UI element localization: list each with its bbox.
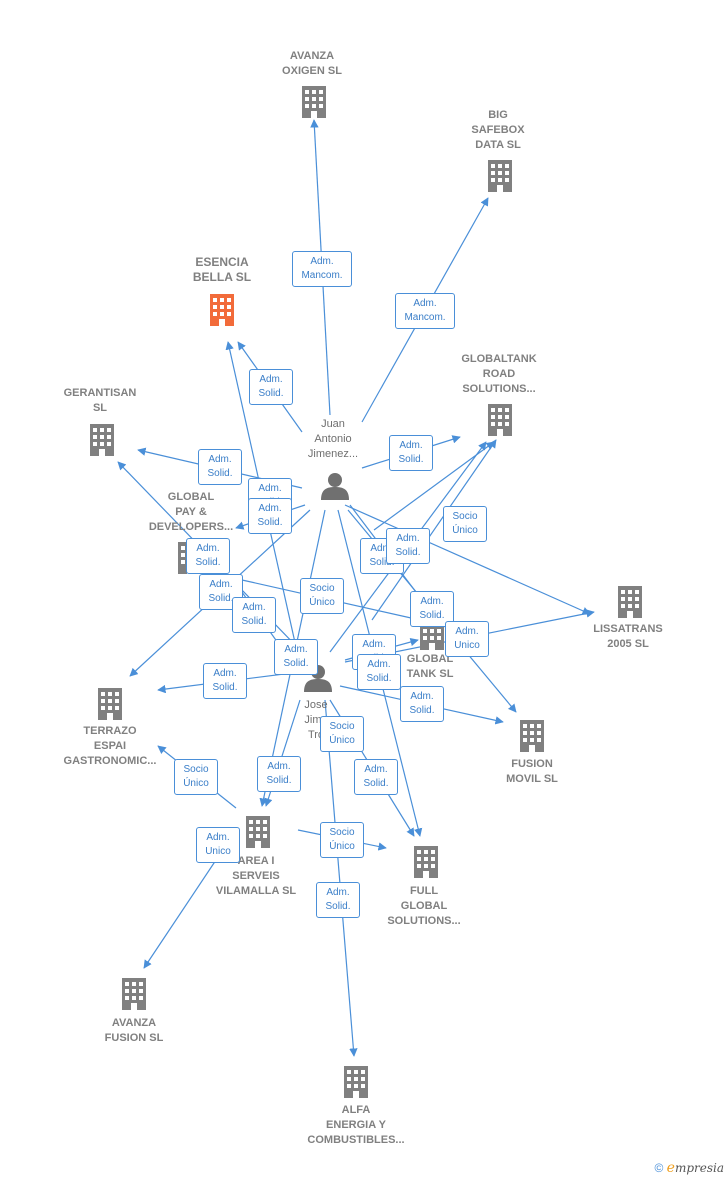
building-icon: [210, 294, 234, 326]
role-badge[interactable]: Adm. Solid.: [316, 882, 360, 918]
role-badge[interactable]: Adm. Solid.: [186, 538, 230, 574]
role-badge[interactable]: Adm. Solid.: [386, 528, 430, 564]
role-badge[interactable]: Adm. Solid.: [248, 498, 292, 534]
role-badge[interactable]: Adm. Solid.: [274, 639, 318, 675]
company-global-pay[interactable]: GLOBAL PAY & DEVELOPERS...: [148, 491, 234, 533]
building-icon: [90, 424, 114, 456]
role-badge[interactable]: Adm. Solid.: [389, 435, 433, 471]
company-area-i-serveis[interactable]: AREA I SERVEIS VILAMALLA SL: [215, 855, 297, 897]
building-icon: [488, 404, 512, 436]
company-gerantisan[interactable]: GERANTISAN SL: [63, 387, 137, 414]
person-icon: [321, 473, 349, 500]
building-icon: [344, 1066, 368, 1098]
role-badge[interactable]: Adm. Solid.: [232, 597, 276, 633]
building-icon: [122, 978, 146, 1010]
company-globaltank-road[interactable]: GLOBALTANK ROAD SOLUTIONS...: [461, 353, 537, 395]
role-badge[interactable]: Socio Único: [174, 759, 218, 795]
edge-juan-lissatrans: [344, 504, 591, 615]
building-icon: [618, 586, 642, 618]
copyright-symbol: ©: [654, 1161, 664, 1175]
role-badge[interactable]: Adm. Solid.: [357, 654, 401, 690]
building-icon: [414, 846, 438, 878]
role-badge[interactable]: Socio Único: [443, 506, 487, 542]
role-badge[interactable]: Socio Único: [320, 716, 364, 752]
company-icons: [90, 86, 642, 1098]
company-big-safebox[interactable]: BIG SAFEBOX DATA SL: [471, 109, 525, 151]
role-badge[interactable]: Adm. Solid.: [199, 574, 243, 610]
building-icon: [246, 816, 270, 848]
role-badge[interactable]: Socio Único: [320, 822, 364, 858]
company-esencia-bella[interactable]: ESENCIA BELLA SL: [192, 255, 252, 284]
edge-jose-alfa: [324, 699, 358, 1057]
role-badge[interactable]: Adm. Solid.: [203, 663, 247, 699]
brand-logo: empresia: [666, 1160, 724, 1176]
building-icon: [520, 720, 544, 752]
building-icon: [98, 688, 122, 720]
company-avanza-oxigen[interactable]: AVANZA OXIGEN SL: [282, 50, 342, 77]
role-badge[interactable]: Adm. Solid.: [198, 449, 242, 485]
footer-brand: © empresia: [654, 1160, 724, 1176]
role-badge[interactable]: Adm. Mancom.: [292, 251, 352, 287]
edge-misc-2: [373, 441, 495, 531]
company-avanza-fusion[interactable]: AVANZA FUSION SL: [104, 1017, 164, 1044]
company-fusion-movil[interactable]: FUSION MOVIL SL: [506, 758, 558, 785]
role-badge[interactable]: Adm. Unico: [445, 621, 489, 657]
building-icon: [302, 86, 326, 118]
role-badge[interactable]: Adm. Unico: [196, 827, 240, 863]
company-full-global[interactable]: FULL GLOBAL SOLUTIONS...: [387, 885, 461, 927]
company-lissatrans[interactable]: LISSATRANS 2005 SL: [593, 623, 663, 650]
edge-misc-3: [371, 439, 497, 621]
role-badge[interactable]: Adm. Mancom.: [395, 293, 455, 329]
company-global-tank[interactable]: GLOBAL TANK SL: [406, 653, 454, 680]
role-badge[interactable]: Adm. Solid.: [257, 756, 301, 792]
company-terrazo[interactable]: TERRAZO ESPAI GASTRONOMIC...: [63, 725, 157, 767]
role-badge[interactable]: Socio Único: [300, 578, 344, 614]
role-badge[interactable]: Adm. Solid.: [400, 686, 444, 722]
building-icon: [488, 160, 512, 192]
role-badge[interactable]: Adm. Solid.: [249, 369, 293, 405]
role-badge[interactable]: Adm. Solid.: [354, 759, 398, 795]
company-alfa-energia[interactable]: ALFA ENERGIA Y COMBUSTIBLES...: [307, 1104, 405, 1146]
person-juan-antonio[interactable]: Juan Antonio Jimenez...: [307, 418, 359, 460]
